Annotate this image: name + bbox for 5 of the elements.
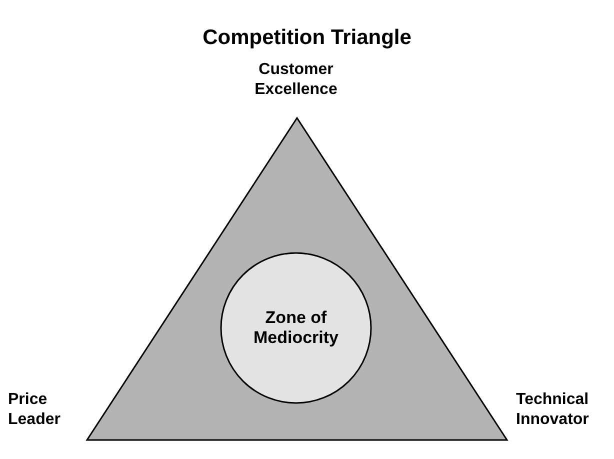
node-label: Zone of Mediocrity <box>252 308 340 348</box>
vertex-label: Customer Excellence <box>254 60 338 100</box>
vertex-label: Technical Innovator <box>516 390 590 430</box>
vertex-label: Price Leader <box>8 390 62 430</box>
diagram-title: Competition Triangle <box>202 26 412 50</box>
